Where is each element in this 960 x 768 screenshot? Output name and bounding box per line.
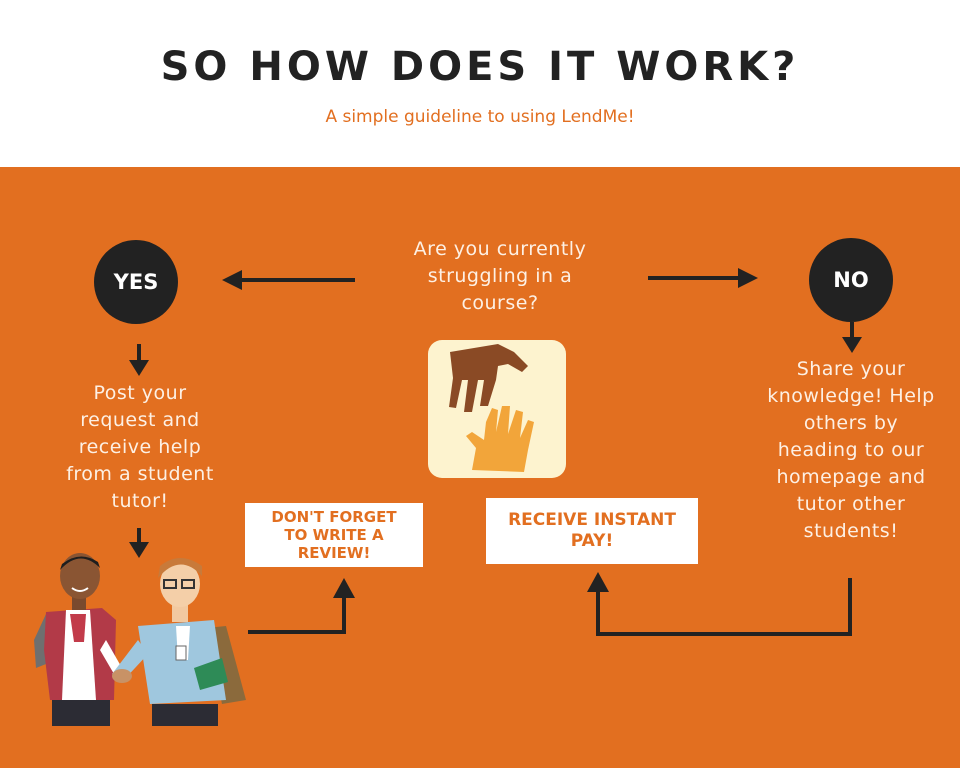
yes-line: Post your (93, 382, 187, 404)
yes-line: tutor! (111, 490, 169, 512)
yes-description: Post your request and receive help from … (40, 380, 240, 515)
arrow-to-pay-head (587, 572, 609, 592)
yes-circle: YES (94, 240, 178, 324)
yes-label: YES (113, 270, 159, 294)
review-line: REVIEW! (297, 544, 371, 562)
handshake (112, 669, 132, 683)
no-description: Share your knowledge! Help others by hea… (748, 356, 954, 545)
arrow-to-no-head (738, 268, 758, 288)
yes-line: from a student (66, 463, 214, 485)
arrow-yes-text-down-head (129, 542, 149, 558)
page-title: SO HOW DOES IT WORK? (160, 44, 800, 90)
no-line: others by (803, 412, 899, 434)
no-line: students! (803, 520, 899, 542)
no-line: Share your (796, 358, 906, 380)
review-line: TO WRITE A (284, 526, 384, 544)
header: SO HOW DOES IT WORK? A simple guideline … (0, 0, 960, 167)
question-line: struggling in a (427, 265, 573, 287)
no-line: tutor other (796, 493, 906, 515)
arrow-to-yes-head (222, 270, 242, 290)
helping-hands-icon (428, 340, 566, 478)
pay-line: RECEIVE INSTANT (508, 510, 676, 530)
question-text: Are you currently struggling in a course… (372, 236, 628, 317)
review-box: DON'T FORGET TO WRITE A REVIEW! (245, 503, 423, 567)
question-line: course? (461, 292, 539, 314)
pay-line: PAY! (570, 531, 614, 551)
arrow-to-review-head (333, 578, 355, 598)
arrow-no-down-head (842, 337, 862, 353)
pay-box: RECEIVE INSTANT PAY! (486, 498, 698, 564)
no-line: heading to our (777, 439, 925, 461)
arrow-to-pay (596, 578, 852, 636)
question-line: Are you currently (413, 238, 587, 260)
arrow-to-review (248, 596, 346, 634)
no-line: knowledge! Help (767, 385, 935, 407)
no-label: NO (833, 268, 869, 292)
yes-line: request and (80, 409, 200, 431)
no-circle: NO (809, 238, 893, 322)
arrow-yes-down-head (129, 360, 149, 376)
review-line: DON'T FORGET (271, 508, 397, 526)
page-subtitle: A simple guideline to using LendMe! (325, 107, 635, 127)
student-right (112, 558, 246, 726)
no-line: homepage and (776, 466, 926, 488)
yes-line: receive help (78, 436, 202, 458)
students-handshake-illustration (34, 553, 246, 726)
student-left (34, 553, 122, 726)
